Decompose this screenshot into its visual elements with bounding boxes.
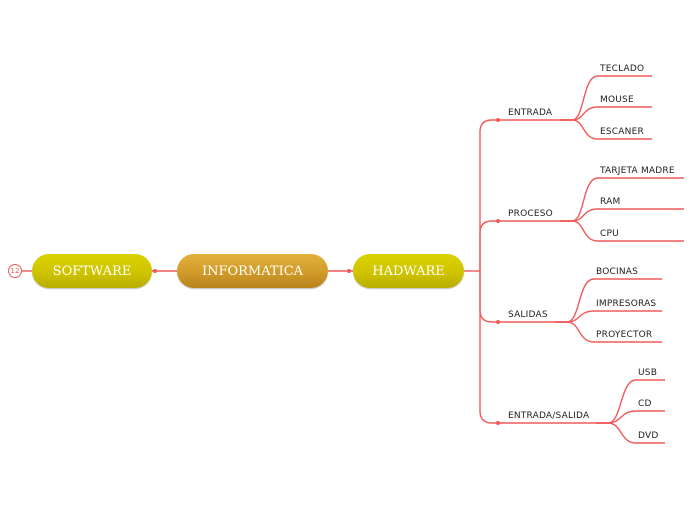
- connector-dot-software: [153, 269, 157, 273]
- item-ram[interactable]: RAM: [600, 197, 621, 207]
- category-proceso-connector: [479, 220, 560, 271]
- item-teclado[interactable]: TECLADO: [600, 64, 645, 74]
- collapsed-count-badge[interactable]: 12: [8, 264, 22, 278]
- category-salidas[interactable]: SALIDAS: [508, 310, 548, 320]
- category-entrada-connector: [479, 119, 560, 271]
- item-escaner-connector: [560, 119, 652, 140]
- category-entrada-salida-dot: [496, 421, 500, 425]
- item-escaner[interactable]: ESCANER: [600, 127, 644, 137]
- category-entrada-dot: [496, 118, 500, 122]
- item-impresoras[interactable]: IMPRESORAS: [596, 299, 657, 309]
- item-mouse-connector: [560, 106, 652, 121]
- software-node[interactable]: SOFTWARE: [32, 254, 152, 288]
- item-tarjeta-madre-connector: [560, 177, 684, 222]
- item-cpu[interactable]: CPU: [600, 229, 619, 239]
- software-label: SOFTWARE: [52, 263, 132, 279]
- category-salidas-dot: [496, 320, 500, 324]
- category-entrada-salida[interactable]: ENTRADA/SALIDA: [508, 411, 590, 421]
- category-entrada[interactable]: ENTRADA: [508, 108, 553, 118]
- hadware-node[interactable]: HADWARE: [353, 254, 464, 288]
- item-cpu-connector: [560, 220, 684, 242]
- category-proceso-dot: [496, 219, 500, 223]
- category-entrada-salida-connector: [479, 271, 596, 424]
- item-tarjeta-madre[interactable]: TARJETA MADRE: [600, 166, 675, 176]
- category-proceso[interactable]: PROCESO: [508, 209, 553, 219]
- item-proyector[interactable]: PROYECTOR: [596, 330, 653, 340]
- item-proyector-connector: [555, 321, 662, 343]
- informatica-label: INFORMATICA: [201, 263, 304, 279]
- informatica-central-node[interactable]: INFORMATICA: [177, 254, 328, 288]
- item-dvd[interactable]: DVD: [638, 431, 659, 441]
- connector-dot-hadware: [347, 269, 351, 273]
- item-usb[interactable]: USB: [638, 368, 658, 378]
- item-dvd-connector: [596, 422, 665, 444]
- item-usb-connector: [596, 379, 665, 424]
- item-bocinas[interactable]: BOCINAS: [596, 267, 639, 277]
- hadware-label: HADWARE: [372, 263, 445, 279]
- item-mouse[interactable]: MOUSE: [600, 95, 634, 105]
- item-cd-connector: [596, 410, 665, 424]
- item-cd[interactable]: CD: [638, 399, 652, 409]
